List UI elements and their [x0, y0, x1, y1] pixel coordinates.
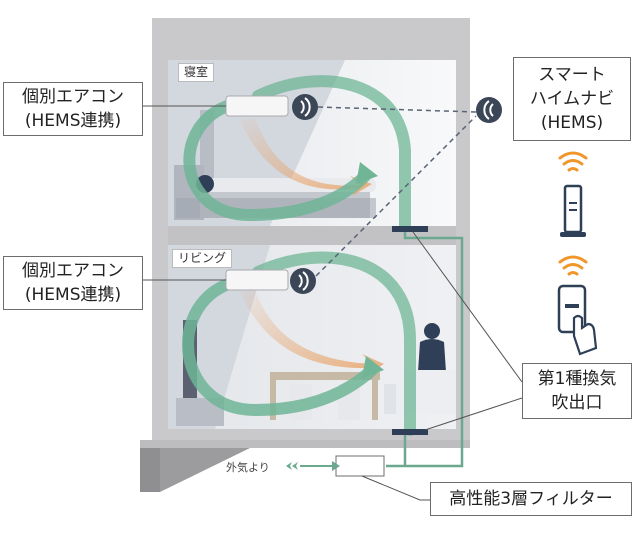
filter-unit: [335, 455, 385, 477]
wifi-badge-bedroom: [292, 94, 318, 120]
callout-aircon-top: 個別エアコン (HEMS連携): [3, 82, 143, 136]
hems-link-lines: [315, 106, 477, 277]
smartphone-icon: [557, 284, 598, 356]
ventilation-duct: [386, 232, 464, 468]
callout-hems: スマート ハイムナビ (HEMS): [513, 57, 631, 141]
wifi-badge-hems: [476, 97, 502, 123]
air-circulation-flow: [182, 75, 416, 436]
callout-aircon-bottom: 個別エアコン (HEMS連携): [3, 256, 143, 310]
wifi-signal-icon: [558, 255, 588, 276]
wifi-badge-living: [290, 268, 316, 294]
room-label-living: リビング: [172, 249, 233, 268]
vent-outlet-bedroom: [392, 226, 428, 232]
air-arrowheads: [356, 162, 384, 378]
leader-lines: [143, 105, 523, 501]
outside-air-arrow: [286, 461, 340, 471]
outside-air-label: 外気より: [226, 461, 270, 474]
router-icon: [560, 184, 586, 237]
aircon-bedroom: [225, 95, 289, 117]
sitting-person: [424, 323, 440, 339]
callout-vent-outlet: 第1種換気 吹出口: [522, 363, 632, 419]
room-label-bedroom: 寝室: [178, 63, 215, 82]
wifi-signal-icon: [558, 151, 588, 172]
aircon-living: [225, 269, 289, 291]
callout-filter: 高性能3層フィルター: [430, 482, 632, 516]
vent-outlet-living: [392, 429, 428, 435]
